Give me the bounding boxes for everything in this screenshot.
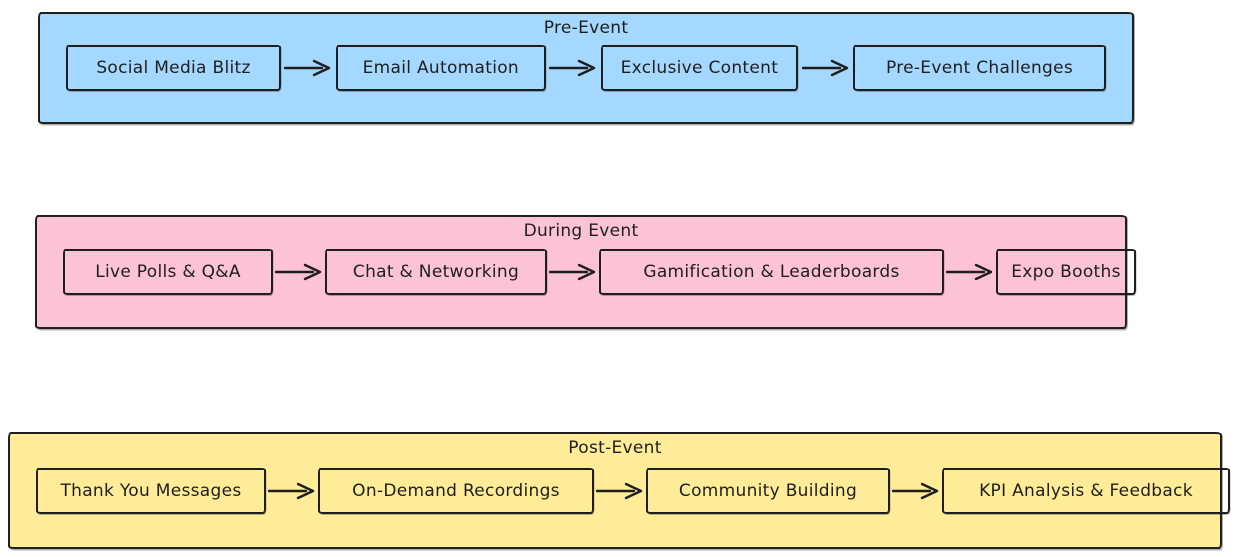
node-label: Chat & Networking (352, 262, 520, 282)
node-social-media-blitz: Social Media Blitz (66, 45, 281, 91)
flow-arrow-icon (275, 263, 322, 281)
node-email-automation: Email Automation (335, 45, 546, 91)
group-during-event: During Event Live Polls & Q&A Chat & Net… (35, 215, 1136, 329)
flow-row: Live Polls & Q&A Chat & Networking Gamif… (37, 241, 1136, 327)
node-expo-booths: Expo Booths (996, 249, 1136, 295)
node-pre-event-challenges: Pre-Event Challenges (853, 45, 1106, 91)
flow-row: Thank You Messages On-Demand Recordings … (10, 458, 1230, 547)
node-label: Social Media Blitz (96, 58, 251, 78)
node-label: Live Polls & Q&A (95, 262, 241, 282)
node-label: Email Automation (362, 58, 519, 78)
flow-arrow-icon (268, 482, 315, 499)
node-community-building: Community Building (646, 467, 890, 514)
node-label: Thank You Messages (60, 480, 242, 501)
node-label: Pre-Event Challenges (885, 58, 1074, 78)
flow-arrow-icon (892, 482, 939, 499)
node-label: Community Building (678, 480, 858, 501)
flow-arrow-icon (801, 59, 848, 77)
group-title-pre-event: Pre-Event (543, 18, 629, 38)
flow-arrow-icon (549, 263, 596, 281)
node-label: On-Demand Recordings (352, 480, 560, 501)
flow-arrow-icon (946, 263, 993, 281)
flow-arrow-icon (549, 59, 596, 77)
node-label: Exclusive Content (620, 58, 779, 78)
group-title-during-event: During Event (523, 221, 639, 241)
node-chat-networking: Chat & Networking (325, 249, 547, 295)
flow-row: Social Media Blitz Email Automation Excl… (40, 38, 1132, 122)
node-thank-you-messages: Thank You Messages (36, 467, 266, 514)
flow-arrow-icon (596, 482, 643, 499)
node-on-demand-recordings: On-Demand Recordings (318, 467, 594, 514)
group-pre-event: Pre-Event Social Media Blitz Email Autom… (38, 12, 1134, 124)
group-post-event: Post-Event Thank You Messages On-Demand … (8, 432, 1230, 549)
node-exclusive-content: Exclusive Content (600, 45, 799, 91)
node-live-polls-qa: Live Polls & Q&A (63, 249, 273, 295)
node-label: Gamification & Leaderboards (643, 262, 900, 282)
flow-arrow-icon (284, 59, 331, 77)
group-title-post-event: Post-Event (568, 438, 662, 458)
node-kpi-analysis-feedback: KPI Analysis & Feedback (942, 467, 1230, 514)
node-gamification-leaderboards: Gamification & Leaderboards (599, 249, 944, 295)
node-label: Expo Booths (1011, 262, 1121, 282)
node-label: KPI Analysis & Feedback (979, 480, 1193, 501)
